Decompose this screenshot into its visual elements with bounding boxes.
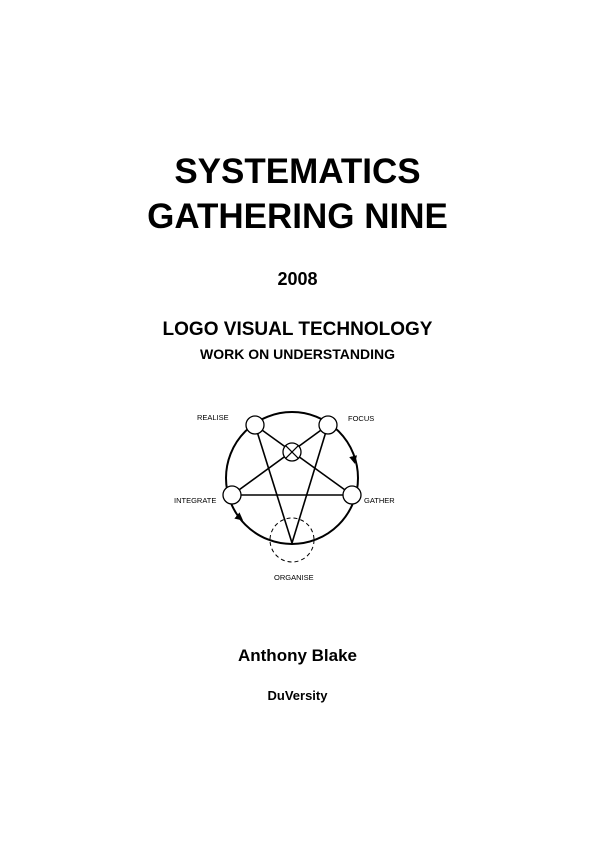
organise-dashed-circle	[269, 517, 315, 563]
label-organise: ORGANISE	[274, 573, 314, 582]
node-integrate	[222, 485, 242, 505]
outer-circle	[225, 411, 359, 545]
node-realise	[245, 415, 265, 435]
label-realise: REALISE	[197, 413, 229, 422]
subtitle-line-1: LOGO VISUAL TECHNOLOGY	[162, 319, 433, 340]
subtitle-line-2: WORK ON UNDERSTANDING	[200, 346, 395, 362]
title-line-2: GATHERING NINE	[147, 197, 448, 236]
pentagram-star	[231, 424, 353, 544]
node-focus	[318, 415, 338, 435]
year: 2008	[277, 269, 318, 289]
title-line-1: SYSTEMATICS	[174, 152, 421, 191]
center-crossed-circle	[282, 442, 302, 462]
node-gather	[342, 485, 362, 505]
label-integrate: INTEGRATE	[174, 496, 216, 505]
organisation-name: DuVersity	[267, 688, 328, 703]
author-name: Anthony Blake	[237, 646, 358, 665]
pentagram-diagram: REALISE FOCUS INTEGRATE GATHER ORGANISE	[174, 411, 395, 582]
label-gather: GATHER	[364, 496, 395, 505]
label-focus: FOCUS	[348, 414, 374, 423]
